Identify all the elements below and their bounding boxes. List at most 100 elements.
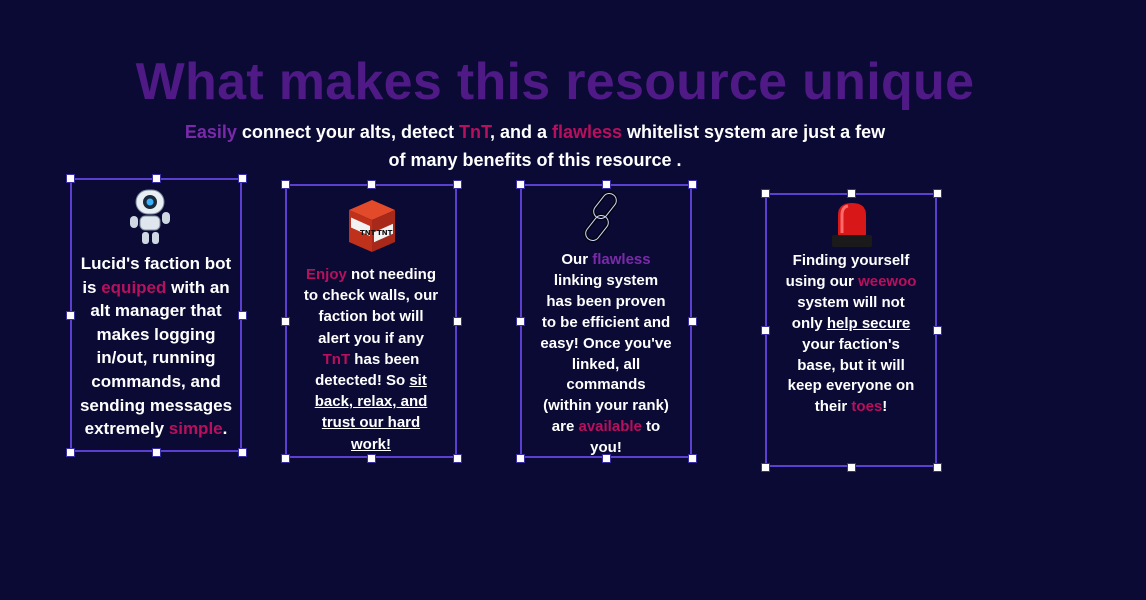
resize-handle[interactable] <box>238 311 247 320</box>
body-text: are <box>551 418 579 436</box>
body-text: alt manager that <box>90 301 222 321</box>
resize-handle[interactable] <box>847 463 856 472</box>
resize-handle[interactable] <box>933 463 942 472</box>
card-line: using our weewoo <box>767 272 935 293</box>
card-line: only help secure <box>767 314 935 335</box>
card-line: easy! Once you've <box>522 334 690 355</box>
body-text: Lucid's faction bot <box>80 254 232 273</box>
card-line: detected! So sit <box>287 370 455 391</box>
resize-handle[interactable] <box>761 463 770 472</box>
underlined-text: trust our hard <box>321 414 421 432</box>
card-line: are available to <box>522 417 690 438</box>
body-text: . <box>222 419 228 439</box>
body-text: using our <box>785 272 859 290</box>
underlined-text: help secure <box>826 314 911 332</box>
body-text: faction bot will <box>318 308 424 326</box>
card-line: faction bot will <box>287 306 455 327</box>
resize-handle[interactable] <box>933 326 942 335</box>
resize-handle[interactable] <box>516 454 525 463</box>
card-line: extremely simple. <box>72 417 240 441</box>
body-text: linking system <box>553 271 659 289</box>
resize-handle[interactable] <box>66 311 75 320</box>
body-text: to <box>641 418 661 436</box>
body-text: keep everyone on <box>787 377 915 395</box>
card-line: is equiped with an <box>72 276 240 300</box>
resize-handle[interactable] <box>453 180 462 189</box>
highlight-text: available <box>578 418 642 436</box>
body-text: is <box>82 277 102 297</box>
resize-handle[interactable] <box>281 180 290 189</box>
body-text: sending messages <box>79 395 233 415</box>
body-text: Finding yourself <box>792 252 910 269</box>
resize-handle[interactable] <box>688 317 697 326</box>
highlight-text: equiped <box>101 277 167 297</box>
body-text: detected! So <box>315 372 410 390</box>
resize-handle[interactable] <box>152 174 161 183</box>
subtitle-text: of many benefits of this resource . <box>388 150 682 170</box>
resize-handle[interactable] <box>453 317 462 326</box>
body-text: to check walls, our <box>303 287 439 305</box>
body-text: commands <box>566 376 646 394</box>
body-text: you! <box>590 439 622 457</box>
resize-handle[interactable] <box>152 448 161 457</box>
subtitle-word-tnt: TnT <box>458 122 490 142</box>
body-text: your faction's <box>802 335 900 353</box>
subtitle: Easily connect your alts, detect TnT, an… <box>150 118 920 174</box>
body-text: system will not <box>797 293 905 311</box>
resize-handle[interactable] <box>367 180 376 189</box>
resize-handle[interactable] <box>761 326 770 335</box>
card-line: your faction's <box>767 335 935 356</box>
subtitle-line-2: of many benefits of this resource . <box>150 146 920 174</box>
body-text: linked, all <box>571 355 641 373</box>
body-text: their <box>814 398 852 416</box>
resize-handle[interactable] <box>847 189 856 198</box>
card-line: their toes! <box>767 397 935 418</box>
body-text: has been <box>350 350 420 368</box>
resize-handle[interactable] <box>281 317 290 326</box>
resize-handle[interactable] <box>281 454 290 463</box>
resize-handle[interactable] <box>933 189 942 198</box>
card-line: linking system <box>522 271 690 292</box>
resize-handle[interactable] <box>367 454 376 463</box>
card-line: work! <box>287 434 455 455</box>
resize-handle[interactable] <box>516 317 525 326</box>
resize-handle[interactable] <box>761 189 770 198</box>
resize-handle[interactable] <box>238 448 247 457</box>
resize-handle[interactable] <box>66 448 75 457</box>
body-text: in/out, running <box>96 348 216 368</box>
resize-handle[interactable] <box>602 454 611 463</box>
resize-handle[interactable] <box>516 180 525 189</box>
resize-handle[interactable] <box>602 180 611 189</box>
page-title: What makes this resource unique <box>135 53 975 111</box>
card-line: TnT has been <box>287 349 455 370</box>
resize-handle[interactable] <box>66 174 75 183</box>
highlight-text: flawless <box>592 251 651 268</box>
subtitle-text: whitelist system are just a few <box>622 122 886 142</box>
resize-handle[interactable] <box>238 174 247 183</box>
card-line: in/out, running <box>72 346 240 370</box>
resize-handle[interactable] <box>453 454 462 463</box>
resize-handle[interactable] <box>688 454 697 463</box>
card-line: keep everyone on <box>767 376 935 397</box>
highlight-text: toes <box>851 398 883 416</box>
body-text: easy! Once you've <box>540 334 672 352</box>
body-text: has been proven <box>546 292 666 310</box>
card-line: Our flawless <box>522 250 690 271</box>
subtitle-text: connect your alts, detect <box>236 122 459 142</box>
body-text: base, but it will <box>797 356 905 374</box>
siren-light-icon <box>832 203 872 247</box>
card-line: linked, all <box>522 355 690 376</box>
card-line: makes logging <box>72 323 240 347</box>
body-text: ! <box>882 398 888 416</box>
resize-handle[interactable] <box>688 180 697 189</box>
svg-text:TNT: TNT <box>360 229 376 237</box>
body-text: only <box>791 314 827 332</box>
